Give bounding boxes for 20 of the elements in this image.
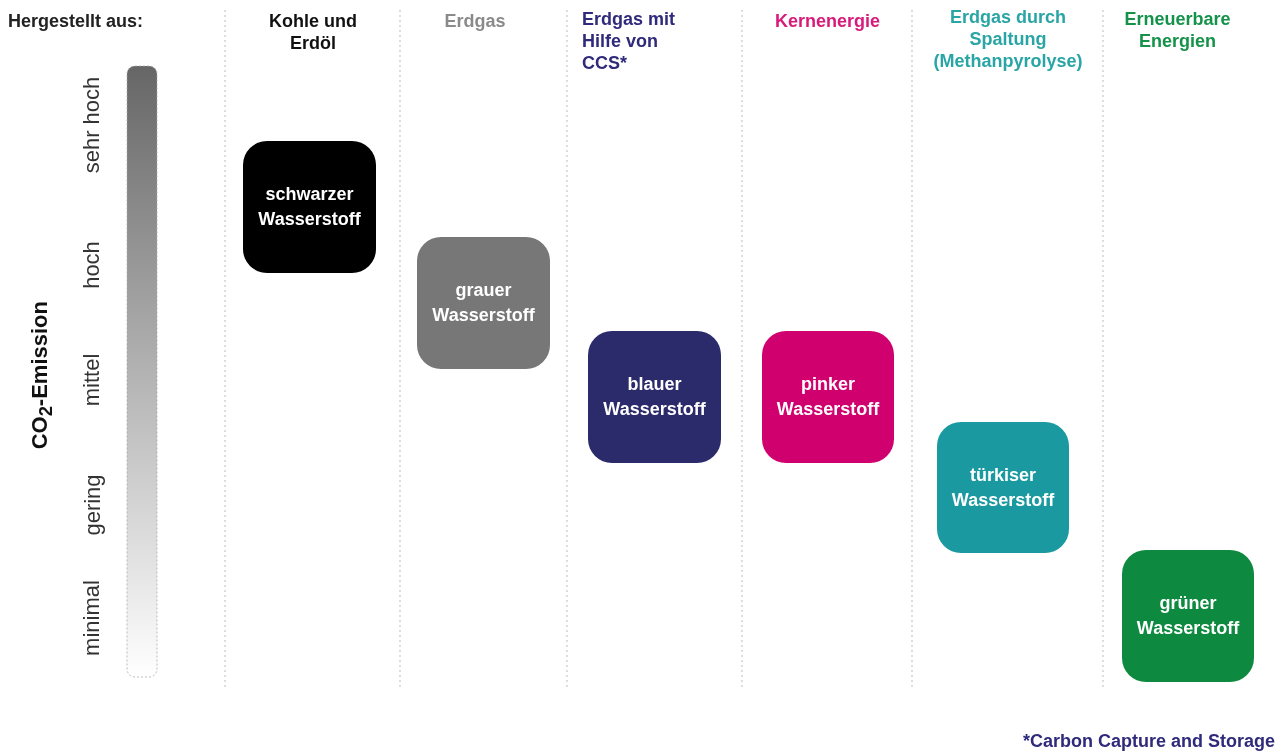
source-heading: Erdgas: [443, 10, 507, 32]
source-heading: Kohle und Erdöl: [268, 10, 358, 54]
hydrogen-type-box: grüner Wasserstoff: [1122, 550, 1254, 682]
hydrogen-type-box: türkiser Wasserstoff: [937, 422, 1069, 553]
hydrogen-type-box: grauer Wasserstoff: [417, 237, 550, 369]
axis-level-label: gering: [79, 474, 106, 536]
gradient-scale-bar: [126, 65, 158, 678]
axis-level-label: minimal: [78, 580, 105, 656]
row-heading: Hergestellt aus:: [8, 10, 145, 32]
source-heading: Kernenergie: [773, 10, 881, 32]
footnote: *Carbon Capture and Storage: [1021, 730, 1275, 752]
axis-level-label: hoch: [78, 241, 105, 289]
hydrogen-type-box: blauer Wasserstoff: [588, 331, 721, 463]
axis-level-label: mittel: [78, 353, 105, 407]
source-heading: Erdgas durch Spaltung (Methanpyrolyse): [932, 6, 1084, 72]
hydrogen-type-box: schwarzer Wasserstoff: [243, 141, 376, 273]
axis-level-label: sehr hoch: [78, 76, 105, 174]
hydrogen-type-box: pinker Wasserstoff: [762, 331, 894, 463]
source-heading: Erneuerbare Energien: [1123, 8, 1232, 52]
source-heading: Erdgas mit Hilfe von CCS*: [582, 8, 677, 74]
